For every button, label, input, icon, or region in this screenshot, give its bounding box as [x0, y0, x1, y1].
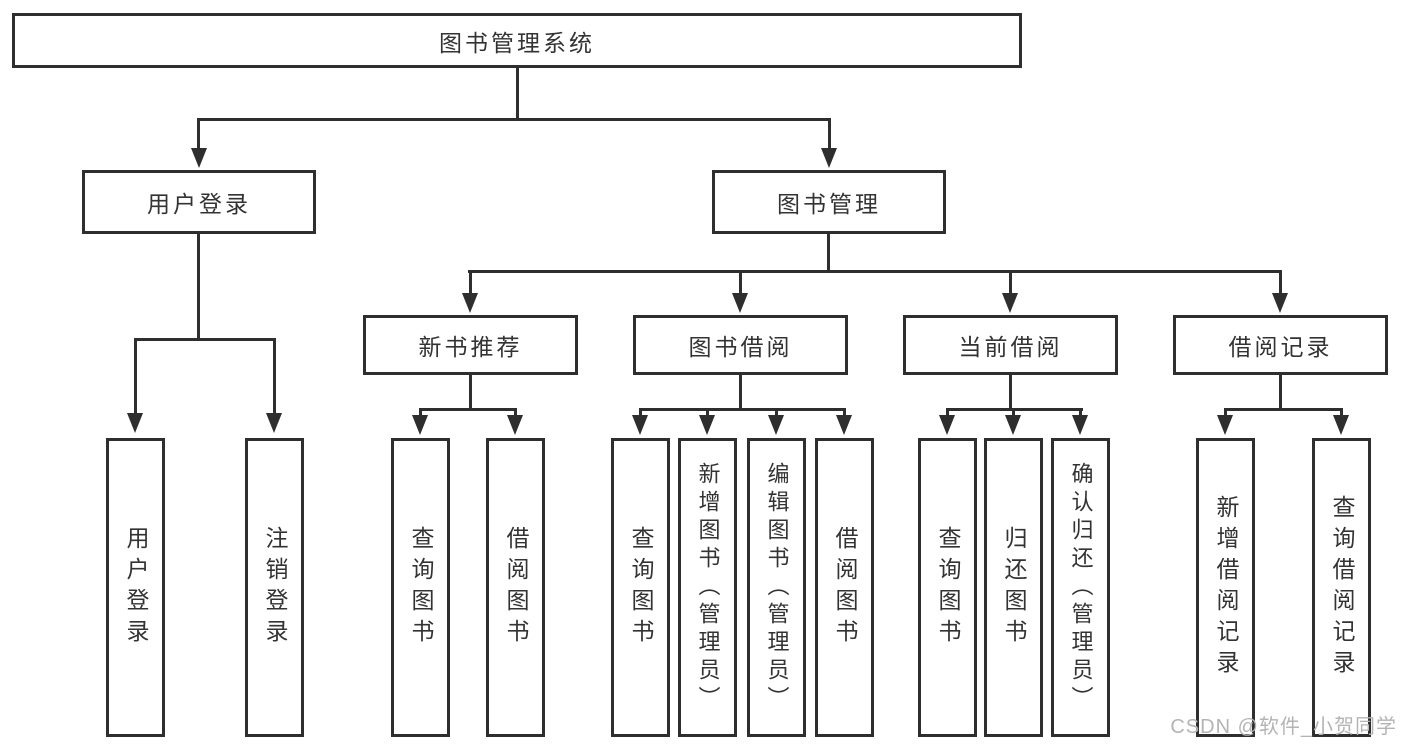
arrow-down-icon [412, 415, 428, 435]
leaf-records-add: 新增借阅记录 [1196, 438, 1255, 737]
arrow-down-icon [127, 413, 143, 433]
arrow-down-icon [1217, 415, 1233, 435]
arrow-down-icon [836, 415, 852, 435]
arrow-down-icon [632, 415, 648, 435]
leaf-borrow-borrow: 借阅图书 [815, 438, 874, 737]
connector-current-branch [1079, 408, 1082, 420]
node-root: 图书管理系统 [12, 13, 1022, 68]
arrow-down-icon [768, 415, 784, 435]
leaf-logout: 注销登录 [245, 438, 304, 737]
csdn-watermark: CSDN @软件_小贺同学 [1170, 716, 1397, 738]
leaf-current-confirm-admin: 确认归还（管理员） [1051, 438, 1110, 737]
arrow-down-icon [732, 293, 748, 313]
arrow-down-icon [1333, 415, 1349, 435]
leaf-current-query: 查询图书 [918, 438, 977, 737]
arrow-down-icon [821, 148, 837, 168]
arrow-down-icon [1072, 415, 1088, 435]
node-new-book-recommend: 新书推荐 [363, 315, 578, 375]
connector-records-rail [1224, 408, 1343, 411]
connector-l2-branch [197, 118, 200, 152]
node-borrow-records: 借阅记录 [1173, 315, 1388, 375]
connector-newbook-branch [514, 408, 517, 420]
node-book-borrow: 图书借阅 [633, 315, 848, 375]
connector-mgmt-stem [827, 234, 830, 270]
arrow-down-icon [1005, 415, 1021, 435]
connector-l3-branch [739, 270, 742, 297]
connector-current-stem [1009, 375, 1012, 411]
arrow-down-icon [939, 415, 955, 435]
arrow-down-icon [1002, 293, 1018, 313]
leaf-borrow-edit-admin: 编辑图书（管理员） [747, 438, 806, 737]
connector-current-branch [946, 408, 949, 420]
connector-user-branch [134, 338, 137, 417]
connector-root-stem [516, 68, 519, 118]
leaf-current-return: 归还图书 [984, 438, 1043, 737]
connector-borrow-branch [843, 408, 846, 420]
connector-l3-branch [469, 270, 472, 297]
arrow-down-icon [462, 293, 478, 313]
connector-newbook-rail [419, 408, 517, 411]
node-user-login: 用户登录 [82, 170, 316, 234]
leaf-borrow-add-admin: 新增图书（管理员） [678, 438, 737, 737]
arrow-down-icon [191, 148, 207, 168]
connector-borrow-branch [775, 408, 778, 420]
node-book-management: 图书管理 [712, 170, 946, 234]
connector-records-branch [1224, 408, 1227, 420]
connector-l3-rail [468, 270, 1282, 273]
leaf-newbook-borrow: 借阅图书 [486, 438, 545, 737]
connector-borrow-branch [639, 408, 642, 420]
leaf-records-query: 查询借阅记录 [1312, 438, 1371, 737]
connector-current-branch [1012, 408, 1015, 420]
connector-newbook-branch [419, 408, 422, 420]
connector-l3-branch [1009, 270, 1012, 297]
connector-l2-branch [828, 118, 831, 152]
connector-l3-branch [1279, 270, 1282, 297]
arrow-down-icon [1272, 293, 1288, 313]
arrow-down-icon [507, 415, 523, 435]
connector-user-rail [134, 338, 276, 341]
node-current-borrow: 当前借阅 [903, 315, 1118, 375]
connector-records-branch [1340, 408, 1343, 420]
connector-newbook-stem [469, 375, 472, 411]
connector-user-branch [273, 338, 276, 417]
connector-borrow-stem [739, 375, 742, 411]
leaf-newbook-query: 查询图书 [391, 438, 450, 737]
leaf-user-login: 用户登录 [106, 438, 165, 737]
connector-borrow-rail [639, 408, 846, 411]
connector-records-stem [1279, 375, 1282, 411]
leaf-borrow-query: 查询图书 [611, 438, 670, 737]
connector-user-stem [197, 234, 200, 341]
connector-borrow-branch [706, 408, 709, 420]
arrow-down-icon [699, 415, 715, 435]
arrow-down-icon [266, 413, 282, 433]
connector-l2-rail [197, 118, 831, 121]
